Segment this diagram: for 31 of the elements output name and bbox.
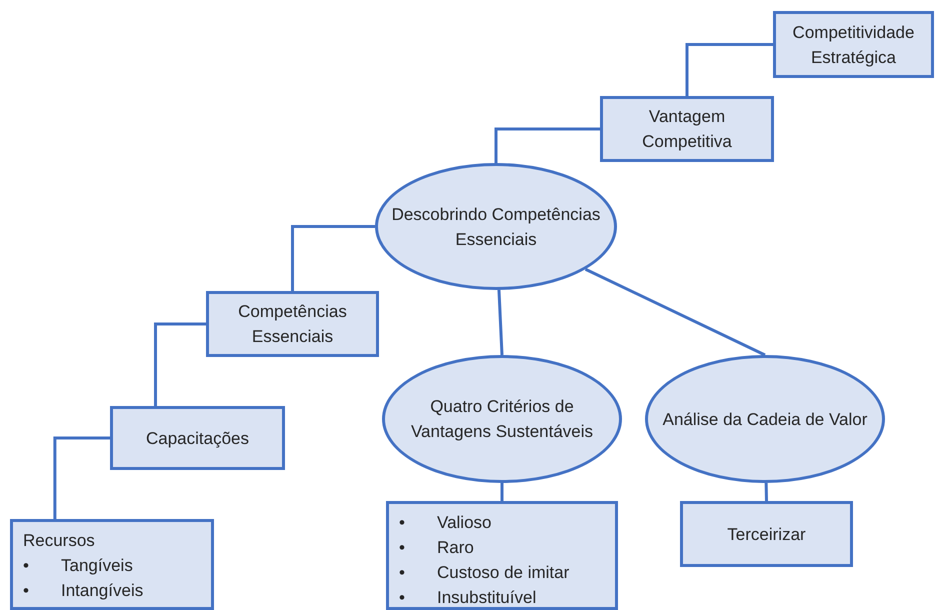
node-label: Terceirizar	[727, 524, 806, 546]
node-label: Capacitações	[146, 428, 249, 450]
node-label: Competitividade Estratégica	[792, 22, 916, 68]
connector-line	[53, 436, 110, 519]
bullet-item: • Raro	[399, 537, 475, 559]
connector-line	[686, 43, 773, 96]
node-label: Quatro Critérios de Vantagens Sustentáveis	[410, 396, 594, 443]
bullet-item: • Tangíveis	[23, 555, 134, 577]
bullet-item: • Valioso	[399, 512, 492, 534]
connector-line	[584, 268, 766, 356]
process-box	[206, 291, 379, 357]
node-label: Competências Essenciais	[237, 301, 348, 348]
connector-line	[500, 483, 504, 501]
list-box	[10, 519, 214, 610]
list-box	[386, 501, 618, 610]
bullet-item: • Insubstituível	[399, 587, 538, 609]
connector-line	[497, 290, 504, 356]
connector-line	[494, 128, 600, 163]
node-label: Análise da Cadeia de Valor	[662, 408, 868, 430]
node-label: Descobrindo Competências Essenciais	[390, 204, 602, 250]
process-box	[110, 406, 285, 470]
bullet-item: • Custoso de imitar	[399, 562, 570, 584]
process-box	[600, 96, 774, 162]
bullet-item: • Intangíveis	[23, 580, 144, 602]
process-box	[680, 501, 853, 567]
list-heading: Recursos	[23, 530, 95, 552]
process-box	[773, 11, 934, 78]
connector-line	[764, 482, 768, 502]
node-label: Vantagem Competitiva	[641, 106, 733, 153]
connector-line	[291, 225, 375, 291]
connector-line	[154, 322, 206, 406]
